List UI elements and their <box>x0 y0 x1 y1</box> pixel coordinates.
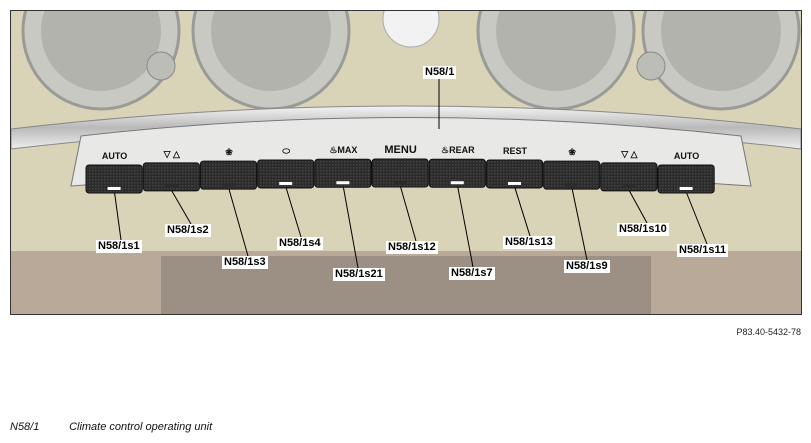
clock-bezel <box>382 11 440 48</box>
leader-line <box>114 192 122 241</box>
button-icon: ▽ △ <box>620 149 638 159</box>
callout-s12: N58/1s12 <box>386 241 438 254</box>
leader-line <box>171 190 192 225</box>
callout-s1: N58/1s1 <box>96 240 142 253</box>
callout-s4: N58/1s4 <box>277 237 323 250</box>
climate-button-auto-right[interactable]: AUTO <box>657 151 715 194</box>
air-vent-right-inner <box>476 11 636 111</box>
indicator-led <box>565 183 579 187</box>
leader-line <box>228 189 249 257</box>
button-label: AUTO <box>102 151 127 161</box>
indicator-led <box>393 181 407 184</box>
leader-line <box>400 186 417 242</box>
leader-line <box>686 192 708 245</box>
indicator-led <box>679 187 693 190</box>
button-icon: ❀ <box>225 147 233 157</box>
leader-line <box>457 187 474 268</box>
leader-line <box>285 187 302 238</box>
climate-button-fan-right[interactable]: ❀ <box>543 147 601 190</box>
climate-button-fan-left[interactable]: ❀ <box>199 147 258 190</box>
climate-button-temp-left[interactable]: ▽ △ <box>142 149 200 192</box>
legend: N58/1 Climate control operating unit <box>10 421 212 433</box>
indicator-led <box>508 181 521 185</box>
climate-button-rear-defrost[interactable]: ♨REAR <box>428 145 486 188</box>
climate-button-rest[interactable]: REST <box>485 146 544 189</box>
legend-code: N58/1 <box>10 421 40 433</box>
button-label: REST <box>503 146 528 156</box>
leader-line <box>342 187 359 269</box>
callout-s7: N58/1s7 <box>449 267 495 280</box>
button-icon: ⬭ <box>282 146 290 156</box>
air-vent-left-inner <box>191 11 351 111</box>
climate-control-figure: AUTO ▽ △ ❀ ⬭ ♨MAX MENU ♨REAR REST ❀ ▽ △ AUTO N58/1… <box>10 10 802 315</box>
indicator-led <box>222 183 235 187</box>
callout-s9: N58/1s9 <box>564 260 610 273</box>
button-label: MENU <box>384 144 416 156</box>
button-label: ♨REAR <box>441 145 475 155</box>
indicator-led <box>107 187 121 190</box>
leader-lines <box>114 79 708 269</box>
indicator-led <box>336 181 350 185</box>
climate-button-recirc[interactable]: ⬭ <box>257 146 315 189</box>
button-label: AUTO <box>674 151 699 161</box>
climate-button-temp-right[interactable]: ▽ △ <box>600 149 658 192</box>
callout-s3: N58/1s3 <box>222 256 268 269</box>
callout-s11: N58/1s11 <box>677 244 729 257</box>
climate-button-auto-left[interactable]: AUTO <box>85 151 143 194</box>
button-icon: ❀ <box>568 147 576 157</box>
air-vent-left <box>21 11 181 111</box>
climate-button-menu[interactable]: MENU <box>371 144 429 188</box>
vent-knob-left <box>146 51 176 81</box>
legend-description: Climate control operating unit <box>69 421 213 433</box>
indicator-led <box>279 181 293 185</box>
indicator-led <box>164 184 178 188</box>
air-vent-right <box>641 11 801 111</box>
callout-s10: N58/1s10 <box>617 223 669 236</box>
callout-s2: N58/1s2 <box>165 224 211 237</box>
dashboard-illustration: AUTO ▽ △ ❀ ⬭ ♨MAX MENU ♨REAR REST ❀ ▽ △ AUTO <box>11 11 801 314</box>
callout-s13: N58/1s13 <box>503 236 555 249</box>
button-label: ♨MAX <box>329 145 357 155</box>
callout-main: N58/1 <box>423 66 457 79</box>
button-strip: AUTO ▽ △ ❀ ⬭ ♨MAX MENU ♨REAR REST ❀ ▽ △ AUTO <box>85 144 715 194</box>
leader-line <box>514 187 531 237</box>
reference-code: P83.40-5432-78 <box>736 327 801 337</box>
climate-button-defrost-max[interactable]: ♨MAX <box>314 145 372 188</box>
vent-knob-right <box>636 51 666 81</box>
button-icon: ▽ △ <box>163 149 181 159</box>
leader-line <box>628 190 648 224</box>
indicator-led <box>622 184 636 188</box>
indicator-led <box>450 181 464 185</box>
callout-s21: N58/1s21 <box>333 268 385 281</box>
leader-line <box>571 189 588 261</box>
